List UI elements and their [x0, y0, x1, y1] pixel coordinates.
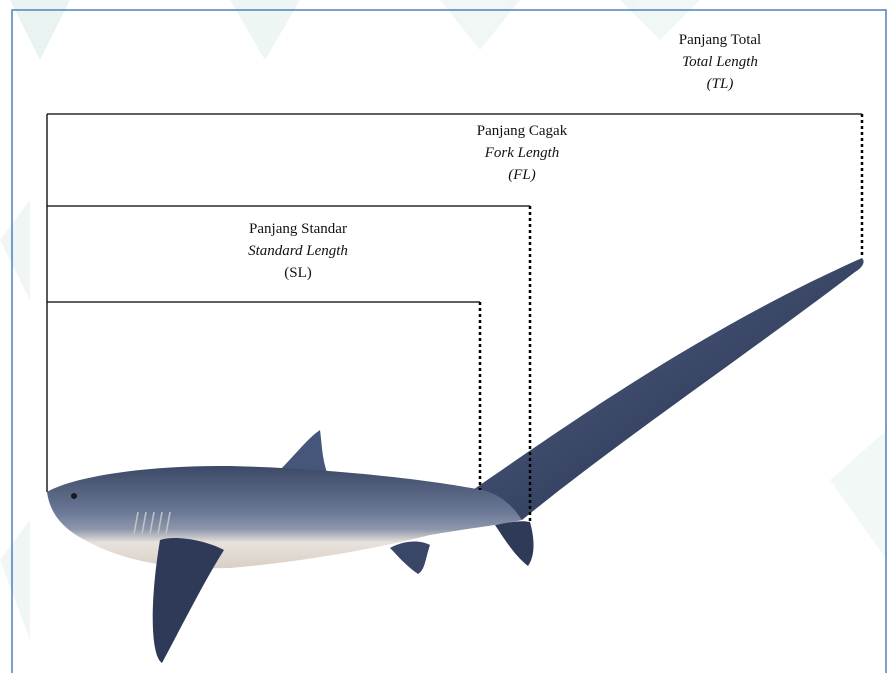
standard-length-english: Standard Length [198, 240, 398, 262]
thresher-shark-illustration [47, 258, 864, 663]
pectoral-fin [153, 538, 224, 663]
shark-body [47, 466, 522, 568]
shark-eye [71, 493, 77, 499]
total-length-local: Panjang Total [620, 29, 820, 51]
total-length-english: Total Length [620, 51, 820, 73]
standard-length-local: Panjang Standar [198, 218, 398, 240]
fork-length-abbr: (FL) [402, 164, 642, 186]
standard-length-abbr: (SL) [198, 262, 398, 284]
total-length-label: Panjang Total Total Length (TL) [620, 29, 820, 95]
fork-length-label: Panjang Cagak Fork Length (FL) [402, 120, 642, 186]
tail-lower-lobe [495, 521, 534, 566]
fork-length-english: Fork Length [402, 142, 642, 164]
pelvic-fin [390, 542, 430, 574]
fork-length-local: Panjang Cagak [402, 120, 642, 142]
standard-length-label: Panjang Standar Standard Length (SL) [198, 218, 398, 284]
total-length-abbr: (TL) [620, 73, 820, 95]
